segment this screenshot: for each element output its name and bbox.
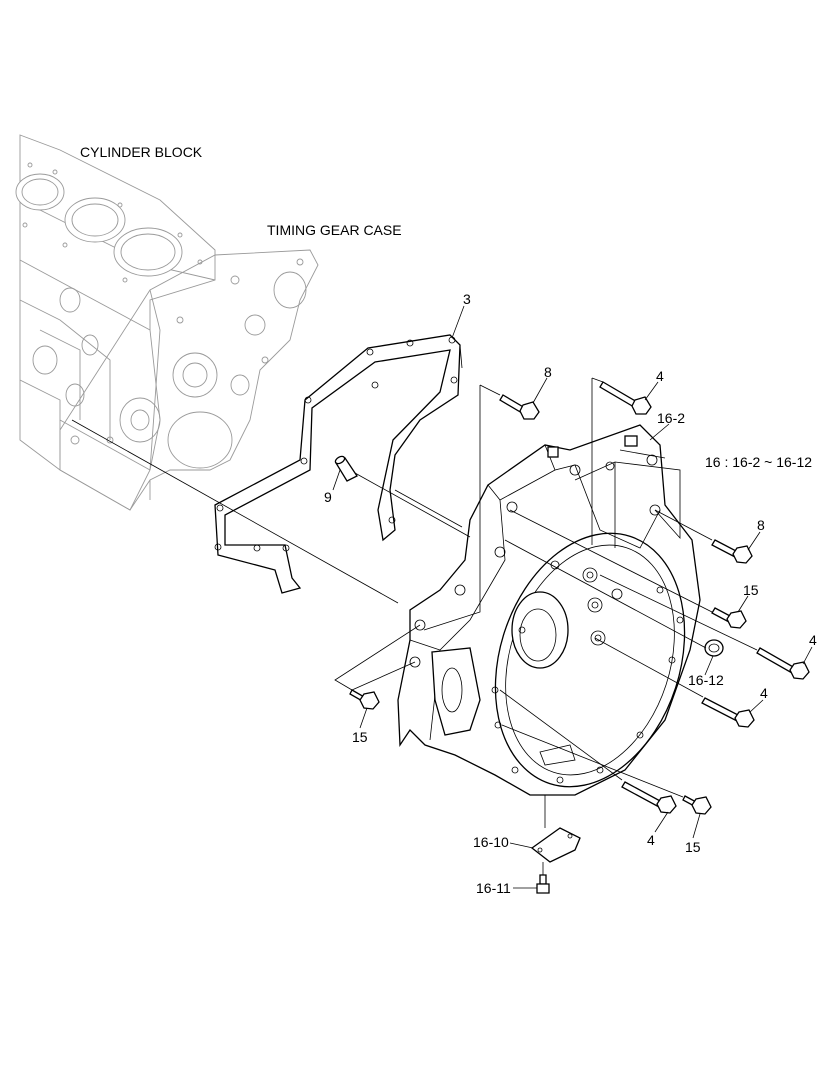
callout-16-2: 16-2 [657, 410, 685, 426]
callout-8-upper: 8 [544, 364, 552, 380]
dowel-pin-part-9 [334, 455, 358, 482]
cover-plate-part-16-10 [530, 827, 581, 863]
callout-16-11: 16-11 [476, 880, 511, 896]
callout-3: 3 [463, 291, 471, 307]
callout-16-10: 16-10 [473, 834, 509, 850]
range-note: 16 : 16-2 ~ 16-12 [705, 454, 812, 470]
bolt-part-15-left [349, 689, 380, 710]
callout-4-right: 4 [809, 632, 817, 648]
bolt-part-4-upper [599, 381, 652, 415]
callout-15-lower: 15 [685, 839, 701, 855]
callout-15-upper: 15 [743, 582, 759, 598]
callout-15-left: 15 [352, 729, 368, 745]
gasket-part-3 [214, 334, 461, 594]
callout-8-right: 8 [757, 517, 765, 533]
callout-16-12: 16-12 [688, 672, 724, 688]
alignment-lines [71, 305, 813, 889]
timing-gear-case-label: TIMING GEAR CASE [267, 222, 402, 238]
callout-4-lower: 4 [647, 832, 655, 848]
cylinder-block-label: CYLINDER BLOCK [80, 144, 203, 160]
flywheel-housing-part-16 [397, 424, 701, 796]
bolt-part-16-11 [536, 874, 550, 894]
bolt-part-4-right [756, 647, 810, 680]
bolt-part-4-lower [621, 781, 677, 814]
callout-4-upper: 4 [656, 368, 664, 384]
callout-9: 9 [324, 489, 332, 505]
bolt-part-4-middle [701, 697, 755, 728]
plug-part-16-12 [704, 639, 724, 657]
callout-4-middle: 4 [760, 685, 768, 701]
bolt-part-15-lower [682, 795, 712, 815]
cylinder-block-drawing [15, 134, 216, 511]
bolt-part-8-right [711, 539, 753, 564]
bolt-part-15-upper [711, 607, 747, 629]
timing-gear-case-drawing [59, 249, 319, 511]
text-labels: CYLINDER BLOCK TIMING GEAR CASE 16 : 16-… [80, 144, 817, 896]
bolt-part-8-upper [499, 394, 540, 420]
